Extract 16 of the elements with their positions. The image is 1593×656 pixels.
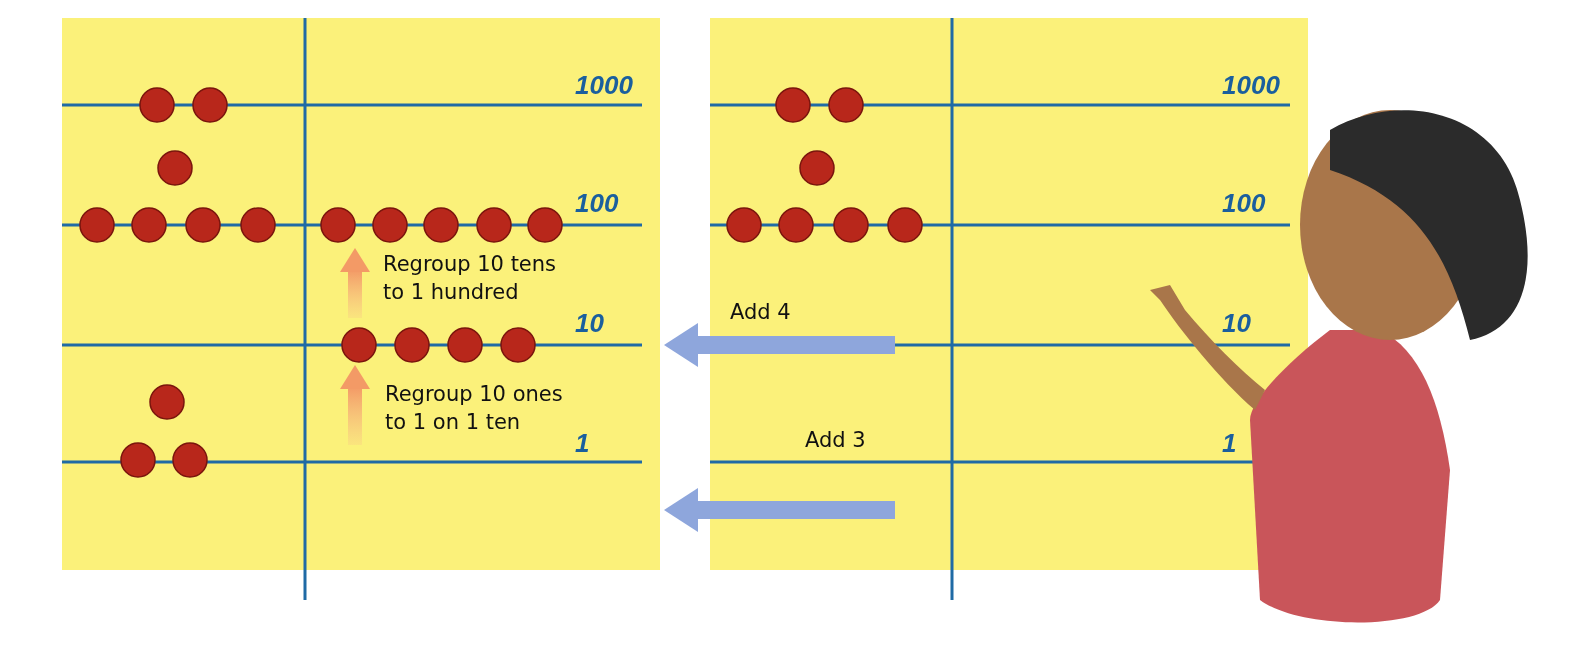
place-value-label: 1 — [575, 428, 590, 459]
arrow — [664, 323, 895, 367]
arrow — [664, 488, 895, 532]
place-value-label: 1 — [1222, 428, 1237, 459]
place-value-label: 1000 — [575, 70, 633, 101]
counting-board — [62, 18, 660, 570]
place-value-label: 10 — [1222, 308, 1251, 339]
edge-label: Add 4 — [730, 300, 791, 324]
place-value-label: 100 — [1222, 188, 1266, 219]
place-value-label: 10 — [575, 308, 604, 339]
edge-label: Add 3 — [805, 428, 866, 452]
note-text: Regroup 10 tens to 1 hundred — [383, 251, 558, 306]
note-text: Regroup 10 ones to 1 on 1 ten — [385, 381, 564, 436]
counting-board — [710, 18, 1308, 570]
place-value-label: 100 — [575, 188, 619, 219]
place-value-label: 1000 — [1222, 70, 1280, 101]
